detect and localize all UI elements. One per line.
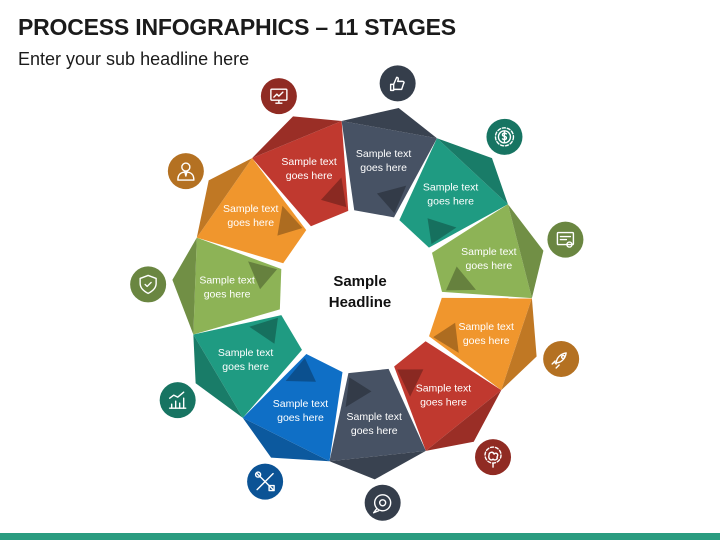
- center-headline-line1: Sample: [333, 273, 386, 290]
- stage-text-line2: goes here: [360, 162, 407, 174]
- businessman-icon: [167, 153, 204, 190]
- stage-cap: [341, 108, 437, 139]
- stage-cap: [501, 298, 537, 391]
- stage-panel: [242, 354, 343, 462]
- stage-text-line2: goes here: [351, 425, 398, 437]
- settings-chat-icon: [364, 484, 401, 521]
- stage-cap: [425, 390, 502, 451]
- stage-cap: [193, 334, 243, 418]
- stage-panel: [399, 138, 508, 248]
- stage-cap: [507, 204, 544, 299]
- stage-text-line1: Sample text: [218, 347, 274, 359]
- stage-fold: [397, 369, 424, 397]
- stage-text-line2: goes here: [427, 196, 474, 208]
- stage-fold: [249, 317, 278, 344]
- stage-3: Sample text goes here: [399, 118, 523, 248]
- stage-text-line2: goes here: [286, 170, 333, 182]
- stage-cap: [436, 138, 508, 205]
- stage-text-line1: Sample text: [346, 411, 402, 423]
- tools-icon: [247, 463, 284, 500]
- stage-fold: [433, 322, 459, 353]
- growth-chart-icon: [159, 382, 196, 419]
- center-headline-line2: Headline: [329, 294, 392, 311]
- stage-fold: [376, 185, 407, 214]
- stage-1: Sample text goes here: [252, 78, 349, 227]
- stage-9: Sample text goes here: [159, 315, 302, 419]
- stage-cap: [252, 116, 342, 159]
- page-title: PROCESS INFOGRAPHICS – 11 STAGES: [18, 14, 456, 40]
- stage-text-line2: goes here: [466, 260, 513, 272]
- certificate-icon: [547, 221, 584, 258]
- shield-check-icon: [130, 266, 167, 303]
- stage-fold: [345, 377, 372, 408]
- stage-text-line1: Sample text: [273, 398, 329, 410]
- stage-text-line2: goes here: [277, 412, 324, 424]
- stage-text-line2: goes here: [204, 288, 251, 300]
- stage-cap: [196, 158, 253, 238]
- stage-fold: [248, 261, 278, 290]
- stage-text-line2: goes here: [222, 361, 269, 373]
- computer-chart-icon: [260, 78, 297, 115]
- stage-7: Sample text goes here: [329, 368, 426, 521]
- stage-fold: [277, 205, 303, 236]
- page-subtitle: Enter your sub headline here: [18, 49, 250, 69]
- stage-panel: [394, 341, 502, 451]
- stage-4: Sample text goes here: [432, 204, 584, 299]
- stage-text-line1: Sample text: [461, 246, 517, 258]
- stage-text-line1: Sample text: [281, 156, 337, 168]
- stage-text-line2: goes here: [227, 217, 274, 229]
- stage-cap: [172, 237, 197, 335]
- stage-text-line1: Sample text: [423, 182, 479, 194]
- stage-11: Sample text goes here: [167, 153, 307, 264]
- footer-bar: [0, 533, 720, 540]
- stage-fold: [427, 218, 457, 245]
- stage-panel: [193, 315, 302, 418]
- stage-8: Sample text goes here: [242, 354, 343, 500]
- stage-fold: [320, 177, 347, 208]
- brain-gear-icon: [475, 439, 512, 476]
- stage-text-line1: Sample text: [356, 148, 412, 160]
- stage-panel: [193, 237, 282, 335]
- stage-fold: [285, 358, 316, 382]
- stage-panel: [341, 120, 437, 218]
- stage-text-line1: Sample text: [223, 203, 279, 215]
- stage-5: Sample text goes here: [429, 297, 580, 391]
- dollar-gear-icon: [486, 118, 523, 155]
- stage-panel: [429, 297, 532, 391]
- stage-10: Sample text goes here: [130, 237, 282, 335]
- stage-panel: [196, 158, 307, 264]
- stage-text-line2: goes here: [463, 335, 510, 347]
- hand-thumbs-up-icon: [379, 65, 416, 102]
- stage-6: Sample text goes here: [394, 341, 512, 476]
- stage-fold: [445, 266, 476, 291]
- stage-2: Sample text goes here: [341, 65, 437, 218]
- stage-cap: [329, 450, 426, 480]
- rocket-icon: [543, 340, 580, 377]
- stage-text-line1: Sample text: [458, 321, 514, 333]
- stage-text-line1: Sample text: [416, 383, 472, 395]
- stage-text-line2: goes here: [420, 397, 467, 409]
- stage-text-line1: Sample text: [199, 274, 255, 286]
- stage-cap: [242, 417, 330, 462]
